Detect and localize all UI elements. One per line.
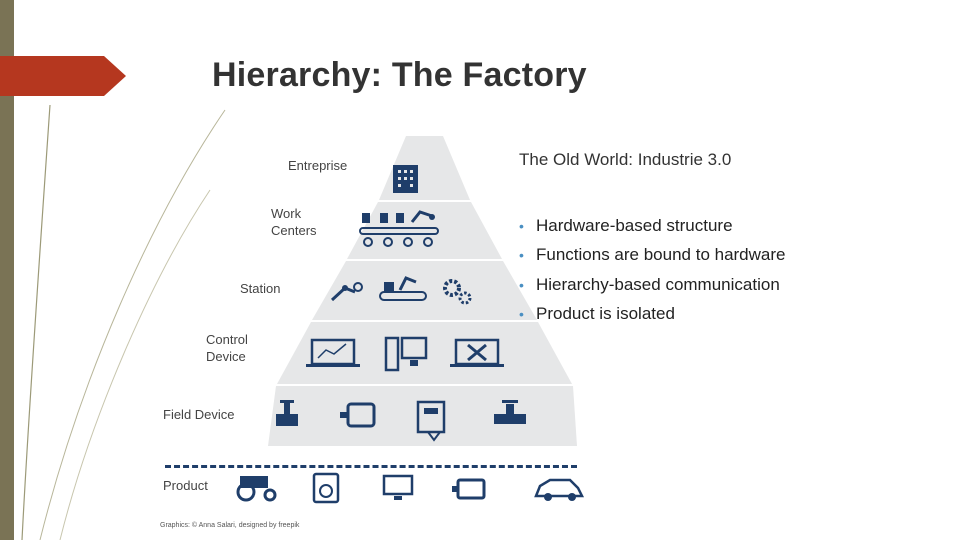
conveyor-robot-arm-icon — [359, 210, 439, 247]
desktop-computer-icon — [384, 336, 428, 372]
laptop-chart-icon — [306, 338, 360, 367]
tier-work-centers — [347, 202, 502, 259]
level-label-station: Station — [240, 281, 281, 296]
bullet-dot-icon: • — [519, 247, 524, 264]
bullet-list: •Hardware-based structure •Functions are… — [519, 211, 786, 329]
tier-control-device — [277, 322, 572, 384]
product-divider-line — [165, 465, 577, 468]
bullet-item: •Functions are bound to hardware — [519, 245, 786, 265]
washing-machine-icon — [312, 472, 340, 504]
gears-icon — [443, 279, 472, 305]
level-label-control-device: Control Device — [206, 332, 248, 364]
tier-station — [312, 261, 537, 320]
laptop-tools-icon — [450, 338, 504, 367]
engine-icon — [452, 478, 486, 500]
conveyor-icon — [379, 276, 427, 301]
decorative-lines — [21, 104, 226, 540]
bullet-dot-icon: • — [519, 217, 524, 234]
bullet-dot-icon: • — [519, 276, 524, 293]
motor-icon — [340, 402, 376, 428]
bullet-item: •Hardware-based structure — [519, 215, 733, 235]
bullet-dot-icon: • — [519, 306, 524, 323]
level-label-enterprise: Entreprise — [288, 158, 348, 173]
bullet-item: •Product is isolated — [519, 304, 675, 324]
tractor-icon — [236, 476, 277, 502]
level-label-work-centers: Work Centers — [271, 206, 317, 238]
section-heading: The Old World: Industrie 3.0 — [519, 150, 732, 169]
tier-enterprise — [379, 136, 470, 200]
tier-field-device — [268, 386, 577, 446]
page-title: Hierarchy: The Factory — [212, 56, 587, 94]
level-label-product: Product — [163, 478, 208, 493]
pipe-valve-icon — [494, 400, 526, 424]
graphics-credit: Graphics: © Anna Salari, designed by fre… — [160, 522, 300, 529]
accent-arrow-tab — [0, 56, 126, 96]
valve-icon — [276, 400, 298, 426]
robot-arm-icon — [330, 282, 363, 302]
car-icon — [534, 478, 585, 501]
bullet-item: •Hierarchy-based communication — [519, 274, 780, 294]
office-building-icon — [393, 165, 418, 193]
control-panel-icon — [416, 400, 446, 442]
left-sidebar-bar — [0, 0, 14, 540]
level-label-field-device: Field Device — [163, 407, 235, 422]
monitor-icon — [382, 474, 414, 500]
